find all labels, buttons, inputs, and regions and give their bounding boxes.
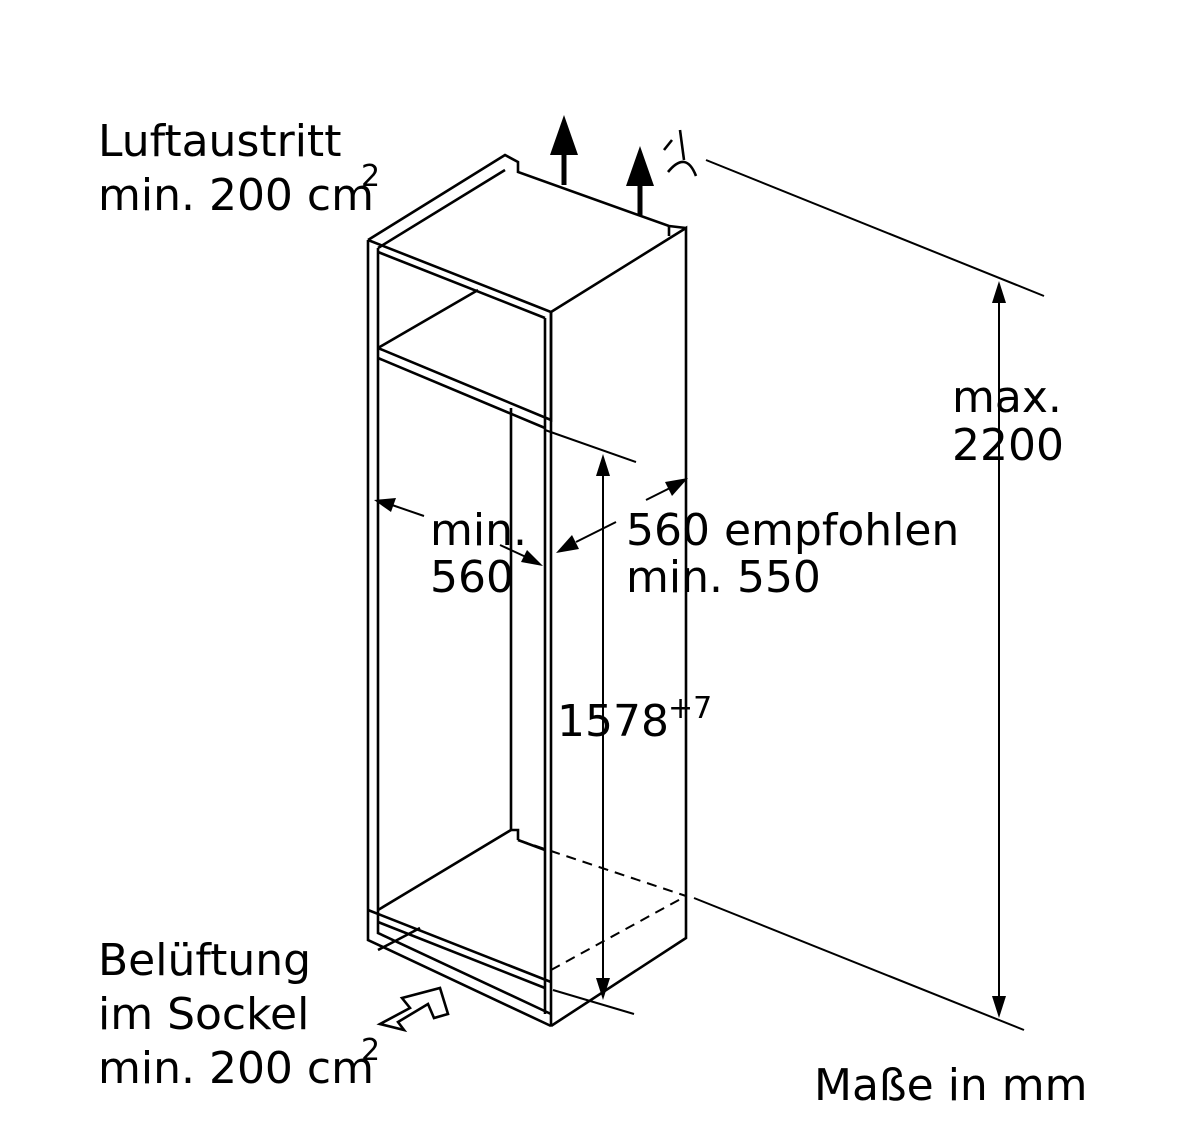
plinth-line-2 — [377, 926, 421, 952]
front-top-board-lower — [377, 356, 546, 430]
width-min-line2: 560 — [430, 552, 514, 603]
depth-min: min. 550 — [626, 552, 821, 603]
base-vent-line2: im Sockel — [98, 989, 309, 1040]
max-label: max. — [952, 372, 1062, 423]
base-vent-min: min. 200 cm — [98, 1043, 374, 1094]
air-outlet-title: Luftaustritt — [98, 116, 341, 167]
front-left-edge — [366, 240, 552, 1028]
socket-symbol-icon — [662, 129, 698, 177]
height-value: 1578 — [557, 696, 669, 747]
dimension-depth — [556, 478, 688, 553]
dimension-max-height — [693, 159, 1045, 1031]
plinth-line-1 — [377, 920, 546, 990]
height-tolerance: +7 — [668, 691, 712, 726]
max-value: 2200 — [952, 420, 1064, 471]
units-note: Maße in mm — [814, 1060, 1088, 1111]
air-outlet-exponent: 2 — [361, 159, 380, 194]
air-inlet-arrow-icon — [376, 986, 450, 1033]
dimension-niche-height — [544, 429, 637, 1015]
base-vent-exponent: 2 — [361, 1033, 380, 1068]
top-front-rim — [367, 153, 687, 242]
dimension-width — [374, 498, 543, 566]
base-vent-line1: Belüftung — [98, 935, 311, 986]
top-rim-inner — [377, 168, 506, 250]
hidden-edge-2 — [550, 895, 687, 971]
right-side-panel — [550, 225, 688, 1028]
air-outlet-arrow-icon — [550, 115, 654, 215]
front-top-board-inner — [377, 250, 546, 320]
air-outlet-min: min. 200 cm — [98, 170, 374, 221]
bottom-plinth-board — [367, 908, 552, 984]
bottom-shelf-front — [377, 828, 512, 912]
top-shelf-diagonal — [377, 288, 479, 350]
width-min-line1: min. — [430, 505, 527, 556]
front-left-inner-edge — [376, 248, 552, 1016]
back-inner-vertical — [509, 408, 520, 840]
depth-recommended: 560 empfohlen — [626, 505, 959, 556]
